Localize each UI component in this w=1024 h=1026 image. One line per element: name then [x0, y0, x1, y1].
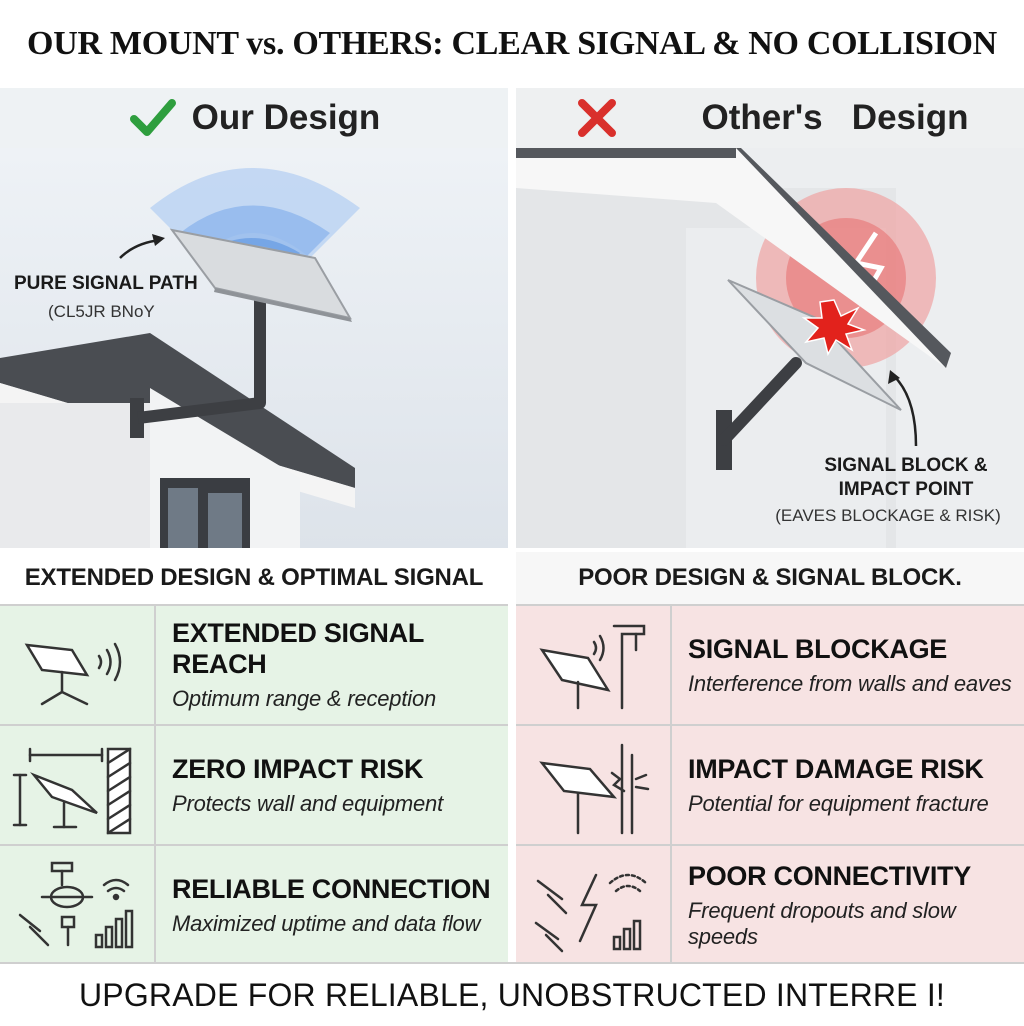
- others-design-scene: SIGNAL BLOCK & IMPACT POINT (EAVES BLOCK…: [516, 148, 1024, 548]
- impact-burst: [801, 299, 867, 356]
- page-title: OUR MOUNT vs. OTHERS: CLEAR SIGNAL & NO …: [27, 25, 997, 62]
- others-design-header: Other's Design: [516, 88, 1024, 148]
- footer-cta: UPGRADE FOR RELIABLE, UNOBSTRUCTED INTER…: [0, 962, 1024, 1026]
- feature-signal-blockage: SIGNAL BLOCKAGE Interference from walls …: [516, 604, 1024, 724]
- feature-subtitle: Interference from walls and eaves: [688, 670, 1012, 696]
- pure-signal-label: PURE SIGNAL PATH: [14, 273, 198, 294]
- feature-title: POOR CONNECTIVITY: [688, 860, 971, 891]
- pure-signal-sublabel: (CL5JR BNoY: [48, 302, 155, 321]
- dish-clearance-icon: [0, 726, 156, 844]
- column-divider: [508, 88, 516, 960]
- broken-signal-icon: [516, 846, 672, 964]
- dish-impact-icon: [516, 726, 672, 844]
- our-design-header: Our Design: [0, 88, 508, 148]
- feature-subtitle: Optimum range & reception: [172, 686, 437, 711]
- hardware-wifi-icon: [0, 846, 156, 964]
- feature-subtitle: Protects wall and equipment: [172, 790, 443, 816]
- feature-title: SIGNAL BLOCKAGE: [688, 633, 948, 664]
- feature-title: RELIABLE CONNECTION: [172, 873, 491, 904]
- check-icon: [128, 93, 178, 143]
- feature-title: ZERO IMPACT RISK: [172, 753, 424, 784]
- dish-blocked-icon: [516, 606, 672, 724]
- feature-title: EXTENDED SIGNAL REACH: [172, 618, 424, 679]
- signal-block-label-line2: IMPACT POINT: [838, 479, 974, 500]
- signal-block-label-line1: SIGNAL BLOCK &: [824, 455, 988, 476]
- dish-signal-icon: [0, 606, 156, 724]
- feature-poor-connectivity: POOR CONNECTIVITY Frequent dropouts and …: [516, 844, 1024, 964]
- right-section-title: POOR DESIGN & SIGNAL BLOCK.: [516, 552, 1024, 604]
- feature-impact-damage: IMPACT DAMAGE RISK Potential for equipme…: [516, 724, 1024, 844]
- feature-subtitle: Frequent dropouts and slow speeds: [688, 897, 956, 949]
- feature-reliable-connection: RELIABLE CONNECTION Maximized uptime and…: [0, 844, 508, 964]
- left-section-title: EXTENDED DESIGN & OPTIMAL SIGNAL: [0, 552, 508, 604]
- our-design-title: Our Design: [191, 98, 381, 137]
- feature-extended-signal: EXTENDED SIGNAL REACH Optimum range & re…: [0, 604, 508, 724]
- our-design-scene: PURE SIGNAL PATH (CL5JR BNoY: [0, 148, 508, 548]
- feature-title: IMPACT DAMAGE RISK: [688, 753, 984, 784]
- signal-block-sublabel: (EAVES BLOCKAGE & RISK): [775, 506, 1001, 525]
- cross-icon: [572, 93, 622, 143]
- feature-subtitle: Potential for equipment fracture: [688, 790, 989, 816]
- feature-zero-impact: ZERO IMPACT RISK Protects wall and equip…: [0, 724, 508, 844]
- feature-subtitle: Maximized uptime and data flow: [172, 910, 481, 936]
- others-design-title: Other's Design: [701, 98, 969, 137]
